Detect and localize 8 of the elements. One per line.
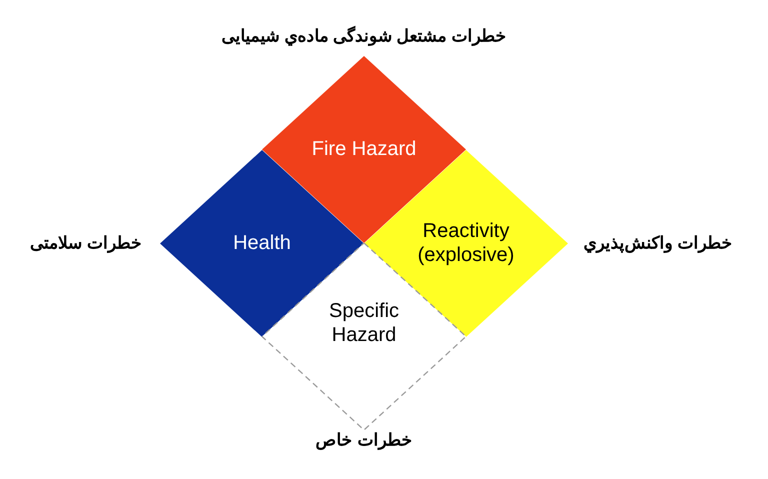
diamond-label: Health [232, 231, 292, 255]
hazard-caption: خطرات واکنش‌پذيري [584, 232, 732, 254]
hazard-caption: خطرات مشتعل شوندگی ماده‌ي شيميايی [222, 26, 506, 46]
diamond-label: Specific Hazard [328, 299, 400, 347]
diamond-label: Fire Hazard [310, 137, 418, 161]
diamond-label: Reactivity (explosive) [416, 219, 516, 267]
hazard-caption: خطرات خاص [316, 430, 412, 450]
hazard-caption: خطرات سلامتی [30, 232, 142, 254]
